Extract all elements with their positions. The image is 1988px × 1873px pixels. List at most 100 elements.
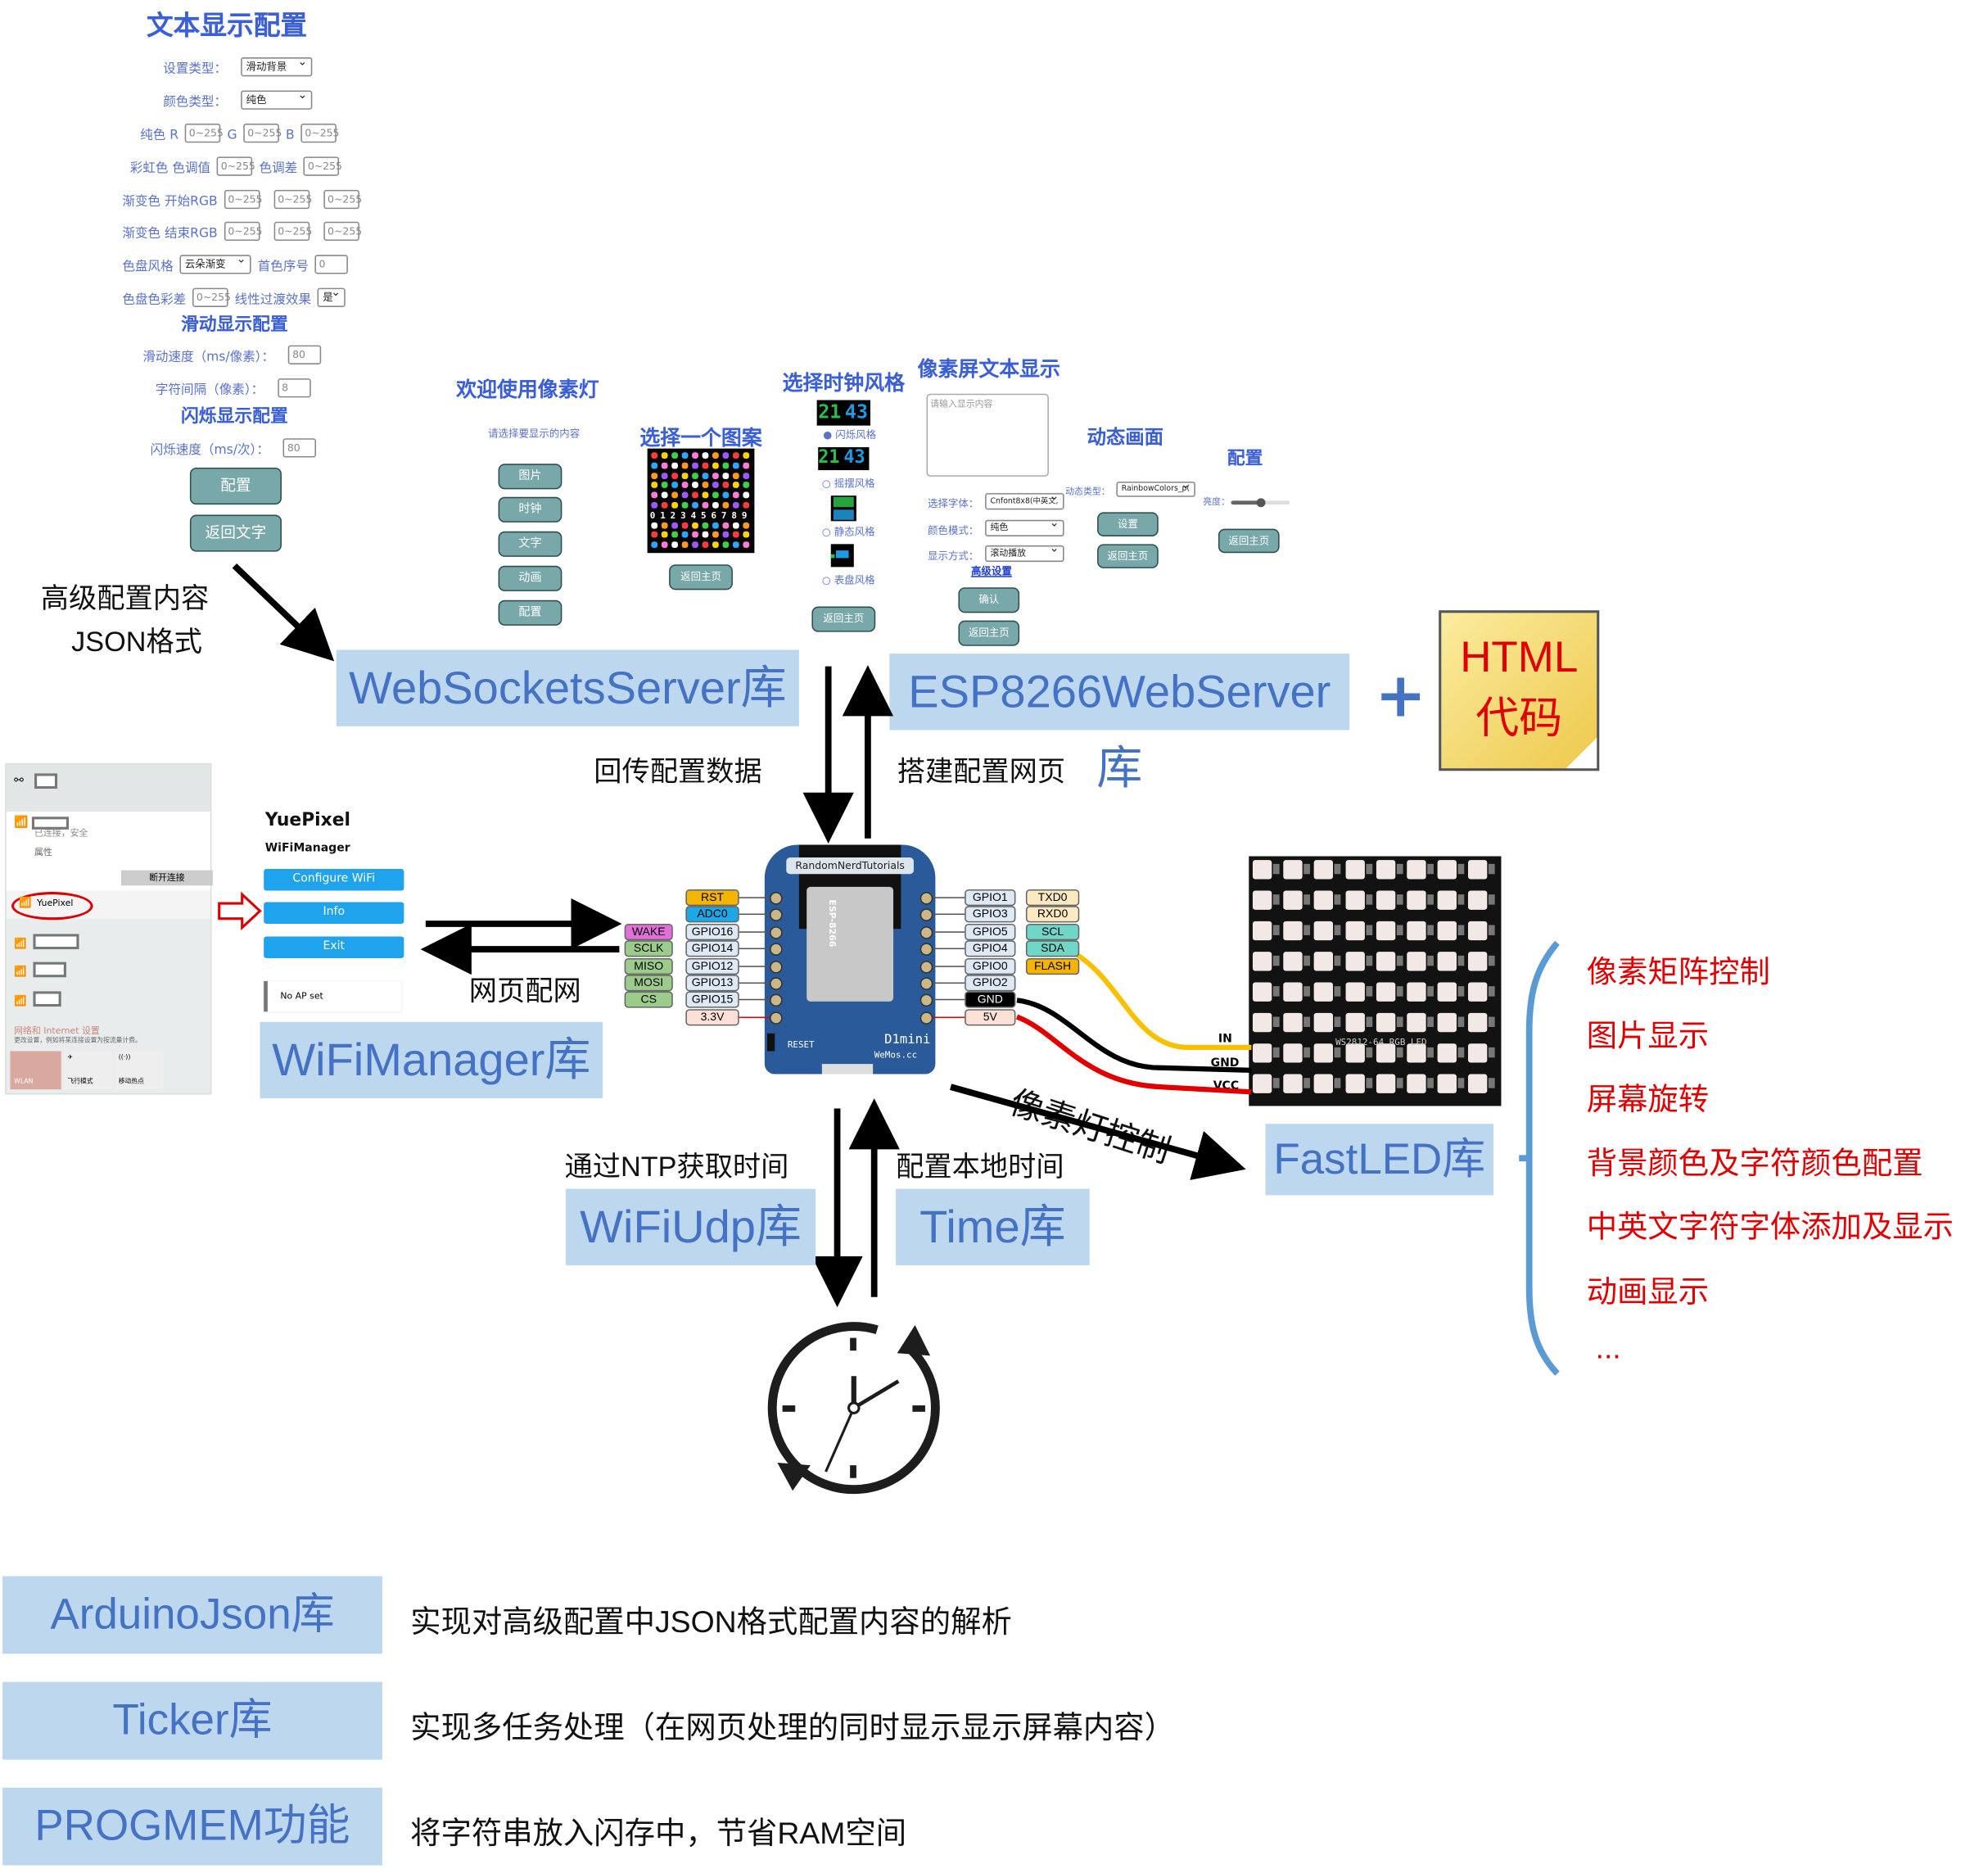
pattern-digit[interactable]: 4 [690,510,697,522]
pattern-cell[interactable] [743,472,750,479]
pattern-cell[interactable] [681,541,689,549]
gradient-end-r-input[interactable]: 0~255 [224,221,262,242]
solid-g-input[interactable]: 0~255 [243,123,282,143]
configure-wifi-button[interactable]: Configure WiFi [264,869,404,891]
radio-icon[interactable]: ○ [821,477,831,490]
settings-button[interactable]: 配置 [498,599,563,626]
settings-back-button[interactable]: 返回主页 [1218,528,1280,554]
pattern-cell[interactable] [712,472,719,479]
hue-diff-input[interactable]: 0~255 [304,156,342,176]
pattern-cell[interactable] [712,482,719,489]
pattern-cell[interactable] [692,491,698,499]
pattern-cell[interactable] [661,522,668,529]
clock-back-button[interactable]: 返回主页 [811,606,876,632]
reset-button[interactable] [766,1033,775,1052]
text-button[interactable]: 文字 [498,531,563,557]
pattern-cell[interactable] [732,501,739,509]
animation-set-button[interactable]: 设置 [1097,512,1159,536]
pattern-cell[interactable] [651,501,658,509]
pattern-digit[interactable]: 0 [649,510,656,522]
pattern-cell[interactable] [671,482,679,489]
info-button[interactable]: Info [264,902,404,924]
pattern-cell[interactable] [661,482,668,489]
clock-style-blink[interactable]: ● 闪烁风格 [823,428,876,442]
pattern-cell[interactable] [651,541,658,549]
pattern-cell[interactable] [743,541,750,549]
pattern-cell[interactable] [712,522,719,529]
airplane-tile[interactable]: ✈飞行模式 [63,1051,112,1090]
animation-type-select[interactable]: RainbowColors_p( [1116,478,1196,496]
wifi-row-connected[interactable]: 📶 已连接，安全 属性 断开连接 [6,812,213,891]
content-textarea[interactable]: 请输入显示内容 [926,393,1049,477]
pattern-cell[interactable] [681,501,689,509]
pattern-digit[interactable]: 9 [741,510,748,522]
pattern-cell[interactable] [702,501,709,509]
pattern-cell[interactable] [671,452,679,459]
pattern-cell[interactable] [702,541,709,549]
pattern-cell[interactable] [743,452,750,459]
pattern-cell[interactable] [702,491,709,499]
wifi-row-other-3[interactable]: 📶 [14,985,61,1010]
radio-icon[interactable]: ○ [821,526,831,538]
pattern-cell[interactable] [722,501,730,509]
pattern-cell[interactable] [712,541,719,549]
wifi-row-vpn[interactable]: ⚯ [6,764,210,812]
palette-style-select[interactable]: 云朵渐变 [179,252,251,274]
pattern-cell[interactable] [722,522,730,529]
pattern-cell[interactable] [651,482,658,489]
pattern-digit[interactable]: 6 [711,510,717,522]
pattern-cell[interactable] [651,491,658,499]
back-text-button[interactable]: 返回文字 [189,514,282,552]
pattern-cell[interactable] [661,532,668,539]
gradient-start-r-input[interactable]: 0~255 [224,189,262,210]
pattern-cell[interactable] [661,541,668,549]
pattern-digit[interactable]: 5 [701,510,707,522]
pattern-cell[interactable] [743,462,750,469]
clock-preview-dial[interactable] [830,544,854,568]
brightness-handle[interactable] [1256,498,1266,508]
pattern-cell[interactable] [732,472,739,479]
font-select[interactable]: Cnfont8x8(中英文, [985,491,1064,510]
clock-button[interactable]: 时钟 [498,496,563,523]
pattern-digit[interactable]: 1 [660,510,666,522]
pattern-cell[interactable] [712,501,719,509]
char-gap-input[interactable]: 8 [278,378,311,398]
pattern-cell[interactable] [651,452,658,459]
pattern-cell[interactable] [692,462,698,469]
scroll-speed-input[interactable]: 80 [288,345,322,364]
disconnect-button[interactable]: 断开连接 [120,870,213,886]
linear-transition-select[interactable]: 是 [317,285,346,307]
pattern-cell[interactable] [681,482,689,489]
rainbow-hue-input[interactable]: 0~255 [217,156,255,176]
color-type-select[interactable]: 纯色 [241,88,313,110]
pattern-cell[interactable] [722,462,730,469]
pattern-cell[interactable] [651,532,658,539]
pattern-cell[interactable] [722,532,730,539]
setting-type-select[interactable]: 滑动背景 [241,55,313,77]
pattern-cell[interactable] [681,532,689,539]
pattern-cell[interactable] [692,541,698,549]
pattern-cell[interactable] [702,482,709,489]
clock-style-static[interactable]: ○ 静态风格 [822,525,875,539]
pattern-cell[interactable] [671,501,679,509]
gradient-start-g-input[interactable]: 0~255 [273,189,312,210]
pattern-cell[interactable] [692,501,698,509]
solid-b-input[interactable]: 0~255 [300,123,339,143]
picture-button[interactable]: 图片 [498,464,563,490]
pattern-cell[interactable] [661,491,668,499]
pattern-cell[interactable] [722,472,730,479]
pattern-cell[interactable] [661,462,668,469]
pattern-cell[interactable] [671,462,679,469]
pattern-cell[interactable] [722,482,730,489]
animation-button[interactable]: 动画 [498,565,563,591]
clock-style-swing[interactable]: ○ 摇摆风格 [822,477,875,491]
advanced-settings-link[interactable]: 高级设置 [970,565,1012,577]
display-mode-select[interactable]: 滚动播放 [985,543,1064,563]
pattern-cell[interactable] [681,522,689,529]
pattern-cell[interactable] [692,532,698,539]
radio-selected-icon[interactable]: ● [823,429,833,441]
exit-button[interactable]: Exit [264,936,404,958]
pattern-cell[interactable] [712,452,719,459]
